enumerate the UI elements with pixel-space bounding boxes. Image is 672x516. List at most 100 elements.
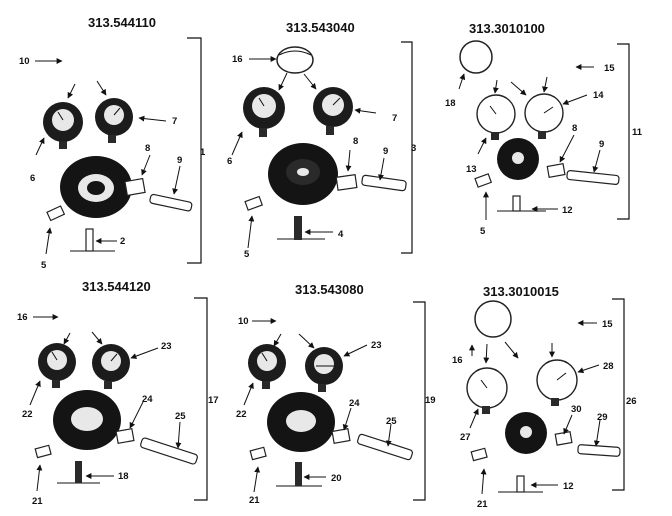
inlet-nut [554, 430, 573, 446]
callout-label: 9 [177, 155, 182, 166]
inlet-nut [546, 162, 566, 178]
inlet-stem [149, 193, 193, 212]
inlet-nut [115, 428, 135, 444]
gauge-right [95, 98, 133, 143]
callout-label: 15 [602, 319, 613, 330]
bracket-label: 17 [208, 395, 219, 406]
filter-part [474, 173, 493, 188]
callout-label: 16 [452, 355, 463, 366]
model-number: 313.3010100 [469, 21, 545, 36]
panel-313-543040: 313.543040 [227, 20, 416, 260]
callout-label: 13 [466, 164, 477, 175]
filter-part [470, 447, 488, 462]
inlet-nut [335, 173, 358, 191]
callout-label: 6 [30, 173, 35, 184]
callout-label: 10 [19, 56, 30, 67]
callout-label: 15 [604, 63, 615, 74]
gauge-left [243, 87, 285, 137]
callout-label: 18 [118, 471, 129, 482]
panel-313-3010100: 313.3010100 [445, 21, 643, 237]
group-bracket [612, 298, 625, 491]
inlet-stem [361, 174, 407, 192]
callout-label: 6 [227, 156, 232, 167]
callout-label: 29 [597, 412, 608, 423]
callout-label: 5 [480, 226, 486, 237]
callout-label: 2 [120, 236, 125, 247]
tee-handle [276, 462, 322, 487]
filter-part [34, 444, 52, 459]
regulator-body [267, 392, 335, 452]
model-number: 313.544110 [88, 15, 156, 30]
callout-label: 7 [392, 113, 397, 124]
callout-label: 14 [593, 90, 604, 101]
gauge-right [92, 344, 130, 389]
callout-label: 28 [603, 361, 614, 372]
callout-label: 22 [22, 409, 33, 420]
inlet-stem [566, 170, 620, 185]
gauge-left [248, 344, 286, 389]
callout-label: 21 [249, 495, 260, 506]
callout-label: 25 [386, 416, 397, 427]
bracket-label: 11 [632, 127, 643, 138]
regulator-body [268, 143, 338, 205]
tee-handle [70, 228, 115, 252]
callout-label: 5 [244, 249, 250, 260]
callout-label: 12 [562, 205, 573, 216]
inlet-nut [331, 428, 351, 444]
regulator-body [505, 412, 547, 454]
callout-label: 23 [161, 341, 172, 352]
callout-label: 27 [460, 432, 471, 443]
gauge-right [536, 359, 578, 406]
callout-label: 9 [383, 146, 388, 157]
callout-label: 12 [563, 481, 574, 492]
callout-label: 16 [17, 312, 28, 323]
panel-313-3010015: 313.3010015 [452, 284, 637, 510]
bracket-label: 19 [425, 395, 436, 406]
callout-label: 21 [32, 496, 43, 507]
regulator-body [60, 156, 132, 218]
bracket-label: 1 [200, 147, 206, 158]
panel-313-544110: 313.544110 [19, 15, 206, 271]
gauge-right [313, 87, 353, 135]
gauge-right [524, 93, 564, 139]
group-bracket [187, 37, 202, 264]
panel-313-544120: 313.544120 [17, 279, 219, 507]
model-number: 313.544120 [82, 279, 151, 294]
bracket-label: 3 [411, 143, 416, 154]
group-bracket [401, 41, 413, 254]
filter-part [249, 446, 267, 461]
callout-label: 21 [477, 499, 488, 510]
callout-label: 22 [236, 409, 247, 420]
gauge-left [43, 102, 83, 149]
callout-label: 18 [445, 98, 456, 109]
inlet-stem [357, 433, 413, 461]
callout-label: 24 [349, 398, 360, 409]
callout-label: 24 [142, 394, 153, 405]
filter-part [46, 205, 66, 222]
callout-label: 7 [172, 116, 177, 127]
bracket-label: 26 [626, 396, 637, 407]
tee-handle [277, 216, 325, 240]
group-bracket [194, 297, 208, 501]
gauge-left [38, 343, 76, 388]
model-number: 313.543080 [295, 282, 364, 297]
tee-handle [57, 461, 100, 484]
callout-label: 25 [175, 411, 186, 422]
callout-label: 20 [331, 473, 342, 484]
gauge-lens [474, 300, 512, 338]
callout-label: 4 [338, 229, 344, 240]
callout-label: 30 [571, 404, 582, 415]
callout-label: 5 [41, 260, 47, 271]
gauge-left [476, 94, 516, 140]
inlet-stem [140, 437, 198, 465]
regulator-body [497, 138, 539, 180]
panel-313-543080: 313.543080 [236, 282, 436, 506]
model-number: 313.3010015 [483, 284, 559, 299]
model-number: 313.543040 [286, 20, 355, 35]
tee-handle [497, 195, 546, 212]
gauge-lens [459, 40, 493, 74]
callout-label: 9 [599, 139, 604, 150]
filter-part [244, 195, 263, 211]
gauge-left [466, 367, 508, 414]
